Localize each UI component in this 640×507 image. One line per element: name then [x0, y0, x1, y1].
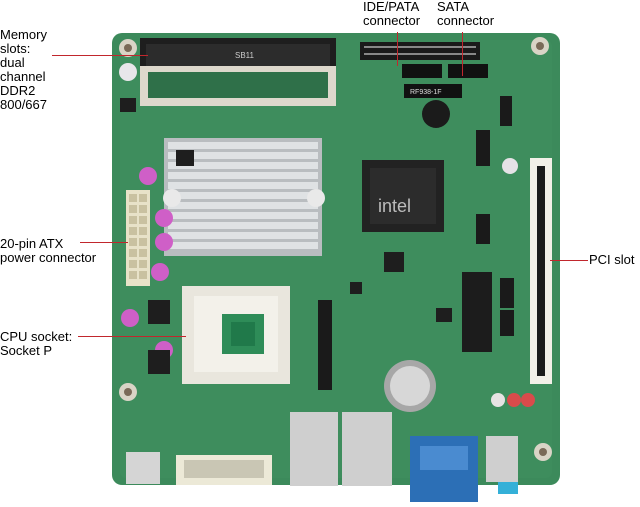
bios-chip [404, 84, 462, 98]
memory-slots-label: Memory slots: dual channel DDR2 800/667 [0, 27, 47, 112]
intel-logo: intel [378, 196, 411, 216]
sata-connector-2 [448, 64, 488, 78]
cpu-callout-line [78, 336, 186, 337]
sata-callout-line [462, 32, 463, 76]
northbridge-heatsink [163, 138, 325, 256]
atx-power-label: 20-pin ATX power connector [0, 236, 97, 265]
memory-slots: SB11 [140, 38, 336, 106]
pin-headers [318, 96, 514, 390]
rear-io-ports [126, 412, 518, 502]
sata-connector-1 [402, 64, 442, 78]
atx-power-connector [126, 190, 150, 286]
cpu-socket-label: CPU socket: Socket P [0, 329, 73, 358]
cpu-socket [182, 286, 290, 384]
ide-connector-label: IDE/PATA connector [363, 0, 421, 28]
pci-callout-line [550, 260, 588, 261]
mounting-holes [119, 37, 552, 461]
sodimm-marking: SB11 [235, 51, 255, 60]
mini-pcie-slot [462, 272, 492, 352]
memory-callout-line [52, 55, 148, 56]
buzzer [422, 100, 450, 128]
ide-callout-line [397, 32, 398, 66]
pci-slot [530, 158, 552, 384]
atx-callout-line [80, 242, 128, 243]
pci-slot-label: PCI slot [589, 252, 635, 267]
small-chips [120, 98, 452, 374]
bios-chip-marking: RF938-1F [410, 89, 442, 96]
sata-connector-label: SATA connector [437, 0, 495, 28]
